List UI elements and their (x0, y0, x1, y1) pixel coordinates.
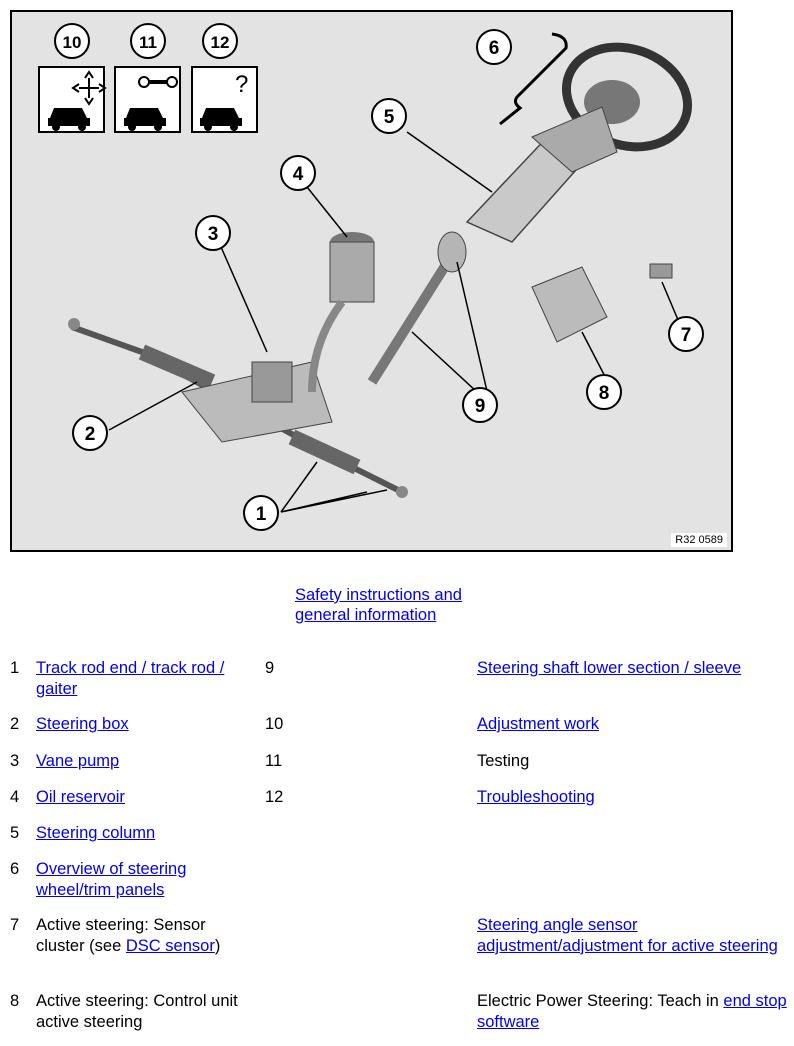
svg-text:9: 9 (475, 396, 486, 417)
item-number: 11 (265, 752, 283, 770)
callout-6: 6 (476, 29, 512, 65)
steering-rack (68, 318, 408, 498)
sensor-cluster (649, 263, 673, 279)
link-track-rod[interactable]: Track rod end / track rod / gaiter (36, 659, 225, 698)
callout-5: 5 (371, 98, 407, 134)
item-number: 6 (10, 860, 20, 878)
item-number: 3 (10, 752, 20, 770)
link-steering-wheel-overview[interactable]: Overview of steering wheel/trim panels (36, 860, 187, 899)
link-troubleshooting[interactable]: Troubleshooting (477, 788, 595, 806)
svg-text:4: 4 (293, 164, 304, 185)
steering-column (465, 106, 618, 243)
item-number: 12 (265, 788, 284, 806)
svg-text:3: 3 (208, 224, 219, 245)
link-steering-shaft[interactable]: Steering shaft lower section / sleeve (477, 659, 742, 677)
callout-8: 8 (586, 374, 622, 410)
active-steering-sensor-text: Active steering: Sensor cluster (see DSC… (36, 916, 221, 955)
svg-text:10: 10 (63, 33, 82, 52)
svg-text:2: 2 (85, 424, 96, 445)
callout-11: 11 (130, 23, 166, 59)
steering-illustration: ? (38, 23, 704, 531)
svg-text:?: ? (235, 71, 248, 98)
item-number: 2 (10, 715, 20, 733)
link-dsc-sensor[interactable]: DSC sensor (125, 936, 215, 955)
link-steering-angle-sensor[interactable]: Steering angle sensor adjustment/adjustm… (477, 916, 778, 955)
vane-pump (251, 361, 293, 403)
item-number: 9 (265, 659, 275, 677)
callout-2: 2 (72, 415, 108, 451)
wrench-icon (114, 66, 181, 133)
item-number: 10 (265, 715, 284, 733)
item-number: 5 (10, 824, 20, 842)
control-unit (531, 266, 608, 343)
link-steering-column[interactable]: Steering column (36, 824, 156, 842)
svg-text:6: 6 (489, 38, 500, 59)
callout-1: 1 (243, 495, 279, 531)
item-number: 8 (10, 992, 20, 1010)
svg-text:7: 7 (681, 325, 692, 346)
callout-9: 9 (462, 387, 498, 423)
item-number: 7 (10, 916, 20, 934)
link-oil-reservoir[interactable]: Oil reservoir (36, 788, 125, 806)
callout-12: 12 (202, 23, 238, 59)
svg-text:1: 1 (256, 504, 267, 525)
control-unit-text: Active steering: Control unit active ste… (36, 992, 238, 1031)
question-icon: ? (191, 66, 258, 133)
callout-7: 7 (668, 316, 704, 352)
callout-10: 10 (54, 23, 90, 59)
link-adjustment-work[interactable]: Adjustment work (477, 715, 599, 733)
svg-text:12: 12 (211, 33, 230, 52)
svg-text:11: 11 (139, 33, 157, 52)
item-number: 4 (10, 788, 20, 806)
testing-label: Testing (477, 752, 530, 770)
link-steering-box[interactable]: Steering box (36, 715, 129, 733)
oil-reservoir (308, 232, 375, 393)
svg-text:8: 8 (599, 383, 610, 404)
item-number: 1 (10, 659, 20, 677)
callout-4: 4 (280, 155, 316, 191)
callout-3: 3 (195, 215, 231, 251)
svg-text:5: 5 (384, 107, 395, 128)
steering-diagram: ? (10, 10, 733, 552)
link-end-stop-software[interactable]: end stop software (477, 992, 787, 1031)
safety-instructions-link[interactable]: Safety instructions and general informat… (295, 586, 462, 624)
eps-text: Electric Power Steering: Teach in end st… (477, 992, 787, 1031)
adjustment-icon (38, 66, 107, 133)
figure-reference: R32 0589 (671, 533, 727, 547)
link-vane-pump[interactable]: Vane pump (36, 752, 120, 770)
